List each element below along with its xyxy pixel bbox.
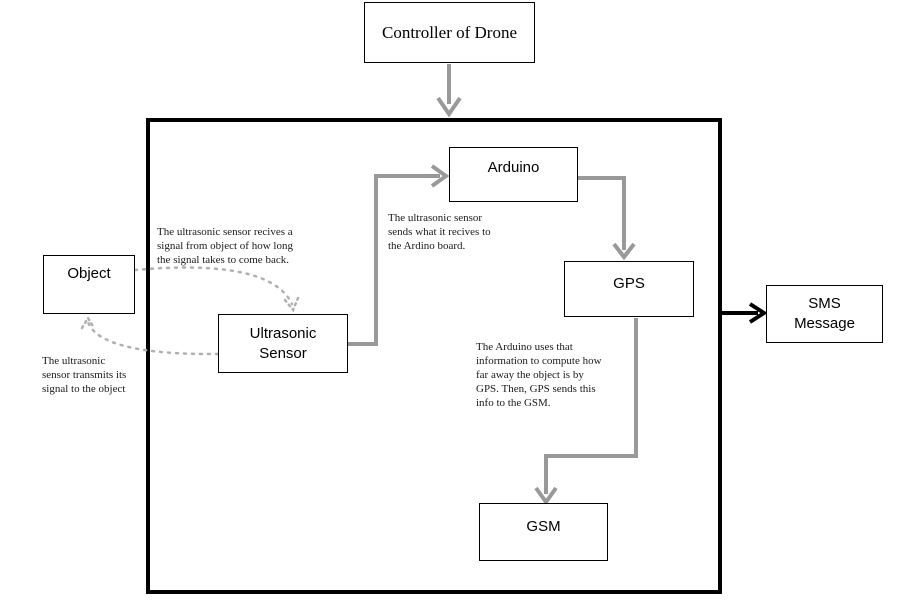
ultrasonic-sensor-box: Ultrasonic Sensor <box>218 314 348 373</box>
ultrasonic-to-object-signal <box>86 320 220 356</box>
note-compute-distance: The Arduino uses that information to com… <box>476 341 602 409</box>
object-signal-arrowhead <box>80 315 96 330</box>
controller-label: Controller of Drone <box>381 22 518 42</box>
controller-box: Controller of Drone <box>364 2 535 63</box>
object-box: Object <box>43 255 135 314</box>
gps-box: GPS <box>564 261 694 317</box>
object-label: Object <box>67 265 111 282</box>
arduino-box: Arduino <box>449 147 578 202</box>
controller-arrowhead <box>436 96 462 118</box>
gsm-box: GSM <box>479 503 608 561</box>
drone-system-frame <box>146 118 722 594</box>
ultrasonic-sensor-label: Ultrasonic Sensor <box>249 324 317 362</box>
ultrasonic-signal-arrowhead <box>283 296 300 313</box>
note-transmits-signal: The ultrasonic sensor transmits its sign… <box>42 355 127 395</box>
arduino-to-gps-arrow <box>578 176 626 250</box>
gps-to-gsm-arrow <box>544 318 638 494</box>
arduino-arrowhead <box>430 164 450 188</box>
object-to-ultrasonic-signal <box>133 266 294 306</box>
sms-arrowhead <box>748 302 768 324</box>
note-signal-received: The ultrasonic sensor recives a signal f… <box>157 226 293 266</box>
gsm-label: GSM <box>526 518 561 535</box>
arduino-label: Arduino <box>487 159 540 176</box>
ultrasonic-to-arduino-arrow <box>348 174 440 346</box>
gps-label: GPS <box>613 275 645 292</box>
note-sends-to-arduino: The ultrasonic sensor sends what it reci… <box>388 212 491 252</box>
gsm-arrowhead <box>534 486 558 506</box>
gps-arrowhead <box>612 242 636 261</box>
sms-message-label: SMS Message <box>794 295 855 332</box>
sms-message-box: SMS Message <box>766 285 883 343</box>
